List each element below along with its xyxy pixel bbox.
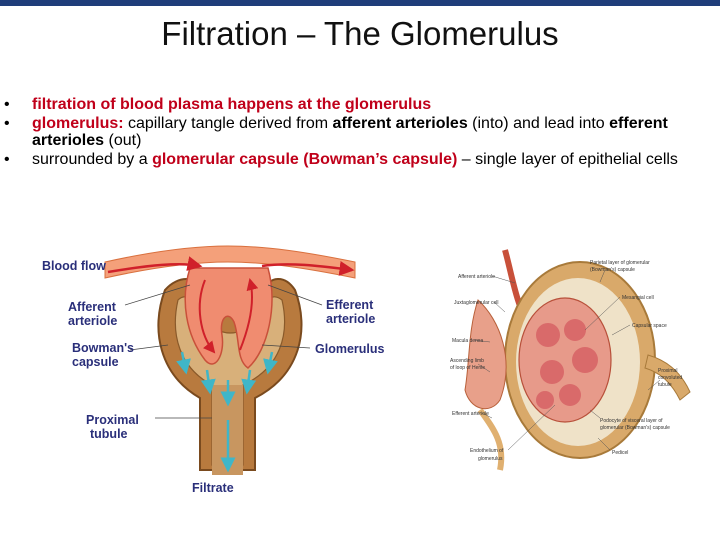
label-podocyte: glomerular (Bowman's) capsule (600, 425, 670, 431)
leader-line (267, 284, 323, 306)
label-filtrate: Filtrate (192, 481, 234, 495)
label-efferent-arteriole: Efferent arteriole (452, 411, 489, 417)
capillary-loop (540, 360, 564, 384)
term-glomerulus: glomerulus: (32, 114, 124, 132)
label-pedicel: Pedicel (612, 450, 628, 456)
term-efferent: efferent arterioles (32, 114, 668, 150)
label-bowmans: capsule (72, 355, 119, 369)
flow-arrow (261, 261, 355, 276)
label-capsular-space: Capsular space (632, 323, 667, 329)
filtrate-arrow (263, 351, 278, 375)
label-efferent: arteriole (326, 312, 375, 326)
bullet-marker: • (4, 96, 10, 113)
bullet-text: – single layer of epithelial cells (457, 150, 678, 168)
leader-line (611, 324, 631, 336)
capillary-loop (536, 391, 554, 409)
label-proximal: Proximal (86, 413, 139, 427)
label-bowmans: Bowman's (72, 341, 134, 355)
left-schematic: Blood flow Afferent arteriole Efferent a… (42, 245, 385, 495)
bullet-list: • filtration of blood plasma happens at … (2, 96, 714, 169)
capillary-loop (559, 384, 581, 406)
bullet-text: (out) (104, 132, 142, 149)
leader-line (599, 269, 606, 283)
leader-line (473, 339, 491, 343)
bullet-item-1: • filtration of blood plasma happens at … (2, 96, 714, 114)
flow-arrow (239, 278, 259, 351)
efferent-vessel (477, 408, 505, 471)
leader-line (647, 379, 661, 391)
top-accent-bar (0, 0, 720, 6)
bullet-text: surrounded by a (32, 150, 153, 168)
leader-line (493, 301, 506, 313)
label-afferent: arteriole (68, 314, 117, 328)
juxtaglomerular-region (464, 299, 507, 410)
bullet-marker: • (4, 150, 10, 168)
leader-line (589, 409, 601, 419)
bullet-item-2: • glomerulus: capillary tangle derived f… (2, 115, 714, 150)
flow-arrow (107, 256, 203, 274)
flow-arrow (198, 279, 216, 354)
leader-line (491, 275, 516, 284)
label-ascending-limb: Ascending limb (450, 358, 484, 364)
filtrate-arrow (176, 351, 191, 375)
filtrate-arrow (200, 369, 216, 395)
term-afferent: afferent arterioles (332, 114, 468, 132)
label-mesangial: Mesangial cell (622, 295, 654, 301)
leader-line (129, 344, 169, 351)
bullet-text: filtration of blood plasma happens at th… (32, 96, 432, 113)
label-endothelium: glomerulus (478, 456, 503, 462)
label-proximal-convoluted: convoluted (658, 375, 682, 381)
label-macula-densa: Macula densa (452, 338, 483, 344)
leader-line (477, 363, 491, 373)
label-afferent-arteriole: Afferent arteriole (458, 274, 495, 280)
label-proximal-convoluted: tubule (658, 382, 672, 388)
label-glomerulus: Glomerulus (315, 342, 385, 356)
label-proximal: tubule (90, 427, 128, 441)
label-podocyte: Podocyte of visceral layer of (600, 418, 663, 424)
bullet-text: (into) and lead into (467, 114, 610, 132)
label-blood-flow: Blood flow (42, 259, 106, 273)
leader-line (481, 412, 493, 419)
capillary-loop (572, 347, 598, 373)
term-capsule: glomerular capsule (Bowman’s capsule) (152, 150, 458, 168)
label-ascending-limb: of loop of Henle (450, 365, 485, 371)
leader-line (124, 284, 191, 306)
filtrate-arrow (241, 369, 257, 395)
label-proximal-convoluted: Proximal (658, 368, 677, 374)
label-efferent: Efferent (326, 298, 374, 312)
capillary-loop (564, 319, 586, 341)
slide-title: Filtration – The Glomerulus (161, 15, 559, 52)
bullet-text: capillary tangle derived from (123, 114, 333, 132)
right-illustration: Afferent arteriole Juxtaglomerular cell … (450, 249, 691, 471)
label-afferent: Afferent (68, 300, 117, 314)
bullet-marker: • (4, 114, 10, 132)
capillary-loop (536, 323, 560, 347)
leader-line (584, 296, 621, 331)
label-parietal-layer: (Bowman's) capsule (590, 267, 635, 273)
label-endothelium: Endothelium of (470, 448, 504, 454)
leader-line (507, 404, 556, 451)
bullet-item-3: • surrounded by a glomerular capsule (Bo… (2, 151, 714, 169)
leader-line (261, 344, 311, 349)
leader-line (597, 437, 611, 451)
proximal-tubule-right (644, 354, 691, 401)
label-parietal-layer: Parietal layer of glomerular (590, 260, 650, 266)
label-juxtaglomerular: Juxtaglomerular cell (454, 300, 498, 306)
